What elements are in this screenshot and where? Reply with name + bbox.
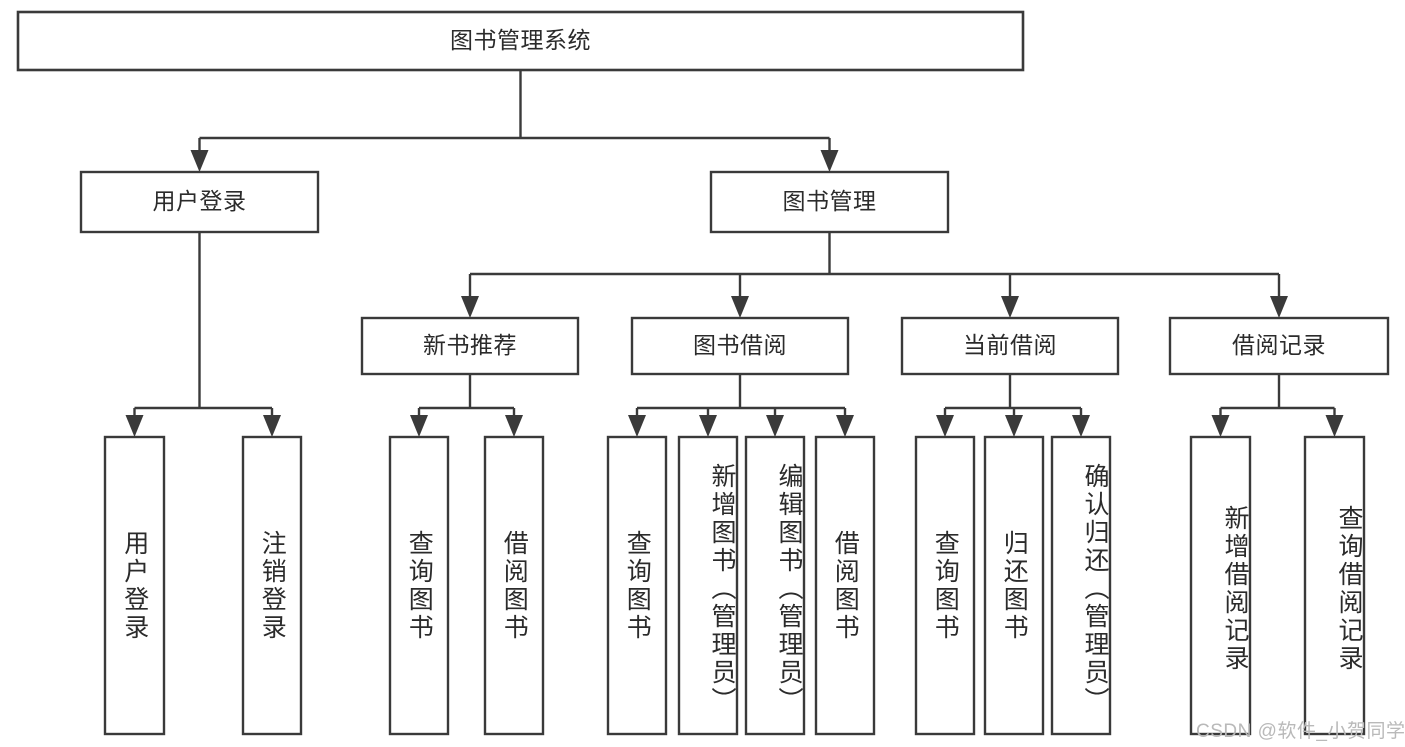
leaf-edit-book-admin-box: [744, 435, 806, 736]
leaf-user-login-box: [103, 435, 166, 736]
leaf-query-borrow-record-box: [1303, 435, 1366, 736]
arrow-to-leaf-query-book-borrow: [628, 415, 646, 437]
arrow-to-book-manage: [820, 150, 839, 172]
node-root-box: [16, 10, 1025, 72]
arrow-to-leaf-query-book-current: [936, 415, 954, 437]
node-user-login-box: [79, 170, 320, 234]
node-borrow-record-box: [1168, 316, 1390, 376]
leaf-borrow-book-rec-box: [483, 435, 545, 736]
leaf-query-book-current-box: [914, 435, 976, 736]
arrow-to-lvl3-0: [461, 296, 479, 318]
arrow-to-leaf-query-book-rec: [410, 415, 428, 437]
arrow-to-leaf-add-borrow-record: [1211, 415, 1230, 437]
arrow-to-leaf-user-login: [125, 415, 144, 437]
node-book-borrow-box: [630, 316, 850, 376]
leaf-return-book-box: [983, 435, 1045, 736]
node-current-borrow-box: [900, 316, 1120, 376]
leaf-logout-login-box: [241, 435, 303, 736]
arrow-to-lvl3-3: [1270, 296, 1288, 318]
arrow-to-leaf-borrow-book-rec: [505, 415, 523, 437]
connector-layer: [125, 70, 1344, 437]
node-book-manage-box: [709, 170, 950, 234]
arrow-to-leaf-return-book: [1005, 415, 1023, 437]
arrow-to-lvl3-2: [1001, 296, 1019, 318]
csdn-watermark: CSDN @软件_小贺同学: [1196, 721, 1405, 742]
arrow-to-leaf-add-book-admin: [699, 415, 717, 437]
arrow-to-leaf-logout-login: [263, 415, 281, 437]
leaf-query-book-borrow-box: [606, 435, 668, 736]
box-layer: [16, 10, 1390, 736]
arrow-to-lvl3-1: [731, 296, 749, 318]
arrow-to-leaf-edit-book-admin: [766, 415, 784, 437]
leaf-confirm-return-admin-box: [1050, 435, 1112, 736]
arrow-to-user-login: [190, 150, 209, 172]
arrow-to-leaf-query-borrow-record: [1325, 415, 1344, 437]
leaf-add-borrow-record-box: [1189, 435, 1252, 736]
leaf-borrow-book-box: [814, 435, 876, 736]
arrow-to-leaf-borrow-book: [836, 415, 854, 437]
leaf-query-book-rec-box: [388, 435, 450, 736]
node-new-book-rec-box: [360, 316, 580, 376]
arrow-to-leaf-confirm-return-admin: [1072, 415, 1090, 437]
leaf-add-book-admin-box: [677, 435, 739, 736]
